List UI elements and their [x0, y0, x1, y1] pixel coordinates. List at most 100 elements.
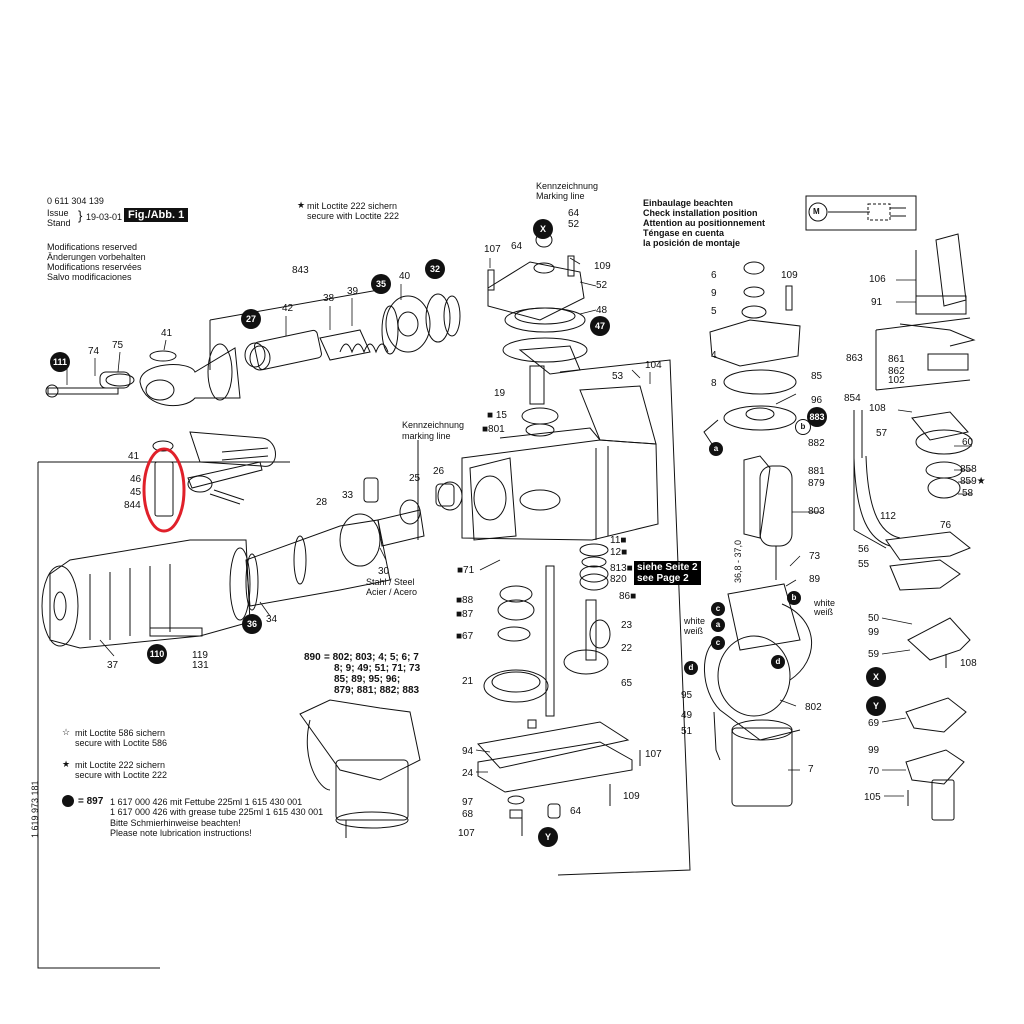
part-label: ■87: [456, 609, 474, 620]
part-label: 9: [711, 288, 717, 299]
figure-label: Fig./Abb. 1: [124, 208, 189, 222]
install-note-5: la posición de montaje: [643, 238, 741, 248]
part-label: 854: [844, 393, 861, 404]
part-badge: Y: [538, 827, 558, 847]
grease-number: = 897: [78, 796, 104, 807]
part-label: 844: [124, 500, 141, 511]
part-label: 109: [623, 791, 640, 802]
weiss-label-1: weiß: [684, 626, 704, 636]
part-label: 57: [876, 428, 888, 439]
part-label: 59: [868, 649, 880, 660]
set-890-label: 890: [304, 652, 321, 663]
part-badge: a: [711, 618, 725, 632]
part-label: 38: [323, 293, 335, 304]
part-label: 802: [805, 702, 822, 713]
install-note-4: Téngase en cuenta: [643, 228, 725, 238]
part-label: 109: [594, 261, 611, 272]
part-label: 109: [781, 270, 798, 281]
part-label: 861: [888, 354, 905, 365]
part-label: 813■: [610, 563, 633, 574]
part-badge: c: [711, 602, 725, 616]
part-label: 25: [409, 473, 421, 484]
see-page-de: siehe Seite 2: [637, 562, 698, 573]
part-label: 5: [711, 306, 717, 317]
part-label: 52: [568, 219, 580, 230]
grease-dot-icon: [62, 795, 74, 807]
part-badge: 111: [50, 352, 70, 372]
part-label: ■67: [456, 631, 474, 642]
part-label: 107: [458, 828, 475, 839]
part-label: 64: [511, 241, 523, 252]
part-label: 23: [621, 620, 633, 631]
part-label: 30: [378, 566, 390, 577]
part-label: 68: [462, 809, 474, 820]
white-label-2: white: [814, 598, 836, 608]
part-label: 45: [130, 487, 142, 498]
part-label: 69: [868, 718, 880, 729]
part-label: 55: [858, 559, 870, 570]
part-label: 95: [681, 690, 693, 701]
part-badge: d: [684, 661, 698, 675]
part-label: 58: [962, 488, 974, 499]
part-label: 75: [112, 340, 124, 351]
part-label: 7: [808, 764, 814, 775]
part-badge: a: [709, 442, 723, 456]
part-label: 863: [846, 353, 863, 364]
star-icon: ★: [62, 759, 71, 769]
loctite-222-de: mit Loctite 222 sichern: [75, 760, 166, 770]
part-label: 858: [960, 464, 977, 475]
part-label: 96: [811, 395, 823, 406]
part-label: ■88: [456, 595, 474, 606]
set-890-line-3: 85; 89; 95; 96;: [334, 674, 401, 685]
part-badge: 883: [807, 407, 827, 427]
part-label: 40: [399, 271, 411, 282]
part-label: 843: [292, 265, 309, 276]
install-note-3: Attention au positionnement: [643, 218, 765, 228]
part-badge: 36: [242, 614, 262, 634]
part-label: 19: [494, 388, 506, 399]
set-890-line-2: 8; 9; 49; 51; 71; 73: [334, 663, 421, 674]
set-890-line-4: 879; 881; 882; 883: [334, 685, 420, 696]
part-label: 105: [864, 792, 881, 803]
see-page-en: see Page 2: [637, 573, 689, 584]
part-label: 70: [868, 766, 880, 777]
part-label: 119: [192, 650, 208, 661]
part-label: 803: [808, 506, 825, 517]
part-label: 106: [869, 274, 886, 285]
install-note-2: Check installation position: [643, 208, 758, 218]
part-label: 48: [596, 305, 608, 316]
part-label: 64: [570, 806, 582, 817]
part-label: 41: [128, 451, 140, 462]
steel-note-2: Acier / Acero: [366, 587, 418, 597]
part-label: 64: [568, 208, 580, 219]
document-number: 1 619 973 181: [30, 780, 40, 838]
part-label: 42: [282, 303, 294, 314]
part-label: ■71: [457, 565, 475, 576]
part-label: 60: [962, 437, 974, 448]
steel-note-1: Stahl / Steel: [366, 577, 415, 587]
part-label: 108: [869, 403, 886, 414]
grease-line-1: 1 617 000 426 mit Fettube 225ml 1 615 43…: [110, 797, 303, 807]
part-label: 97: [462, 797, 474, 808]
part-label: 74: [88, 346, 100, 357]
part-badge: 32: [425, 259, 445, 279]
part-label: 53: [612, 371, 624, 382]
highlight-ellipse: [142, 447, 186, 533]
modifications-es: Salvo modificaciones: [47, 272, 132, 282]
part-badge: d: [771, 655, 785, 669]
grease-line-2: 1 617 000 426 with grease tube 225ml 1 6…: [110, 807, 324, 817]
part-label: 33: [342, 490, 354, 501]
part-label: 49: [681, 710, 693, 721]
part-label: 52: [596, 280, 608, 291]
part-label: 22: [621, 643, 633, 654]
part-label: 37: [107, 660, 119, 671]
part-label: 50: [868, 613, 880, 624]
marking-mid-de: Kennzeichnung: [402, 420, 465, 430]
part-label: ■801: [482, 424, 505, 435]
part-label: 4: [711, 350, 717, 361]
part-label: 107: [645, 749, 662, 760]
part-label: 21: [462, 676, 474, 687]
part-label: 56: [858, 544, 870, 555]
part-label: 12■: [610, 547, 628, 558]
part-label: 85: [811, 371, 823, 382]
